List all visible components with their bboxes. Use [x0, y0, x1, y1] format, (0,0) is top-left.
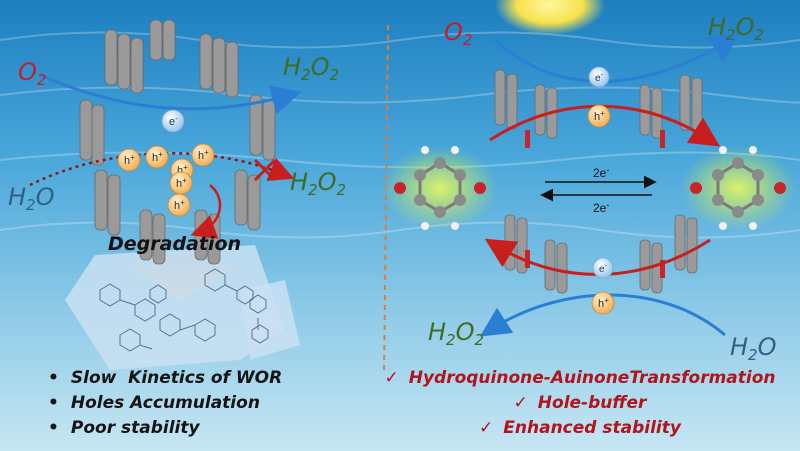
svg-text:h+: h+ — [598, 296, 609, 310]
svg-text:h+: h+ — [152, 150, 163, 164]
left-hole-particles: h+ h+ h+ h+ h+ h+ — [117, 143, 215, 217]
svg-text:h+: h+ — [177, 163, 188, 177]
right-h2o2-bottom-label: H2O2 — [428, 318, 484, 349]
advantage-item: ✓Enhanced stability — [479, 418, 681, 438]
left-h2o-label: H2O — [8, 183, 54, 214]
right-o2-label: O2 — [444, 18, 472, 49]
svg-text:h+: h+ — [174, 198, 185, 212]
panel-divider — [383, 24, 389, 376]
hydroquinone-molecule — [382, 146, 498, 230]
svg-text:e-: e- — [169, 114, 178, 128]
sun-icon — [495, 0, 605, 35]
cof-framework-left — [79, 19, 276, 265]
check-icon: ✓ — [384, 368, 399, 388]
svg-text:e-: e- — [595, 72, 604, 84]
left-electron-particle: e- — [161, 109, 185, 133]
svg-text:e-: e- — [599, 263, 608, 275]
svg-text:h+: h+ — [176, 176, 187, 190]
eq-top-label: 2e- — [593, 165, 609, 180]
svg-text:h+: h+ — [594, 109, 605, 123]
advantages-list: ✓Hydroquinone-AuinoneTransformation ✓Hol… — [360, 366, 800, 441]
problem-item: •Poor stability — [48, 418, 200, 438]
right-hole-bottom: h+ — [591, 291, 615, 315]
problems-list: •Slow Kinetics of WOR •Holes Accumulatio… — [48, 366, 368, 441]
left-h2o2-right-label: H2O2 — [290, 168, 346, 199]
problem-item: •Holes Accumulation — [48, 393, 260, 413]
left-o2-label: O2 — [18, 58, 46, 89]
quinone-molecule — [680, 146, 796, 230]
svg-text:h+: h+ — [198, 148, 209, 162]
right-h2o-label: H2O — [730, 333, 776, 364]
advantage-item: ✓Hydroquinone-AuinoneTransformation — [384, 368, 776, 388]
equilibrium-arrows — [540, 175, 657, 202]
check-icon: ✓ — [513, 393, 528, 413]
degradation-hole-arrow — [190, 184, 222, 239]
degraded-fragments — [65, 245, 300, 370]
carbonyl-markers — [525, 130, 665, 278]
problem-item: •Slow Kinetics of WOR — [48, 368, 283, 388]
svg-text:h+: h+ — [124, 153, 135, 167]
right-hole-top: h+ — [587, 104, 611, 128]
advantage-item: ✓Hole-buffer — [513, 393, 647, 413]
right-electron-bottom: e- — [592, 257, 614, 279]
check-icon: ✓ — [479, 418, 494, 438]
left-h2o2-top-label: H2O2 — [283, 53, 339, 84]
right-electron-top: e- — [588, 66, 610, 88]
right-h2o2-top-label: H2O2 — [708, 13, 764, 44]
degradation-label: Degradation — [108, 233, 241, 255]
o2-flow-arrow-left — [39, 73, 302, 115]
eq-bottom-label: 2e- — [593, 200, 609, 215]
